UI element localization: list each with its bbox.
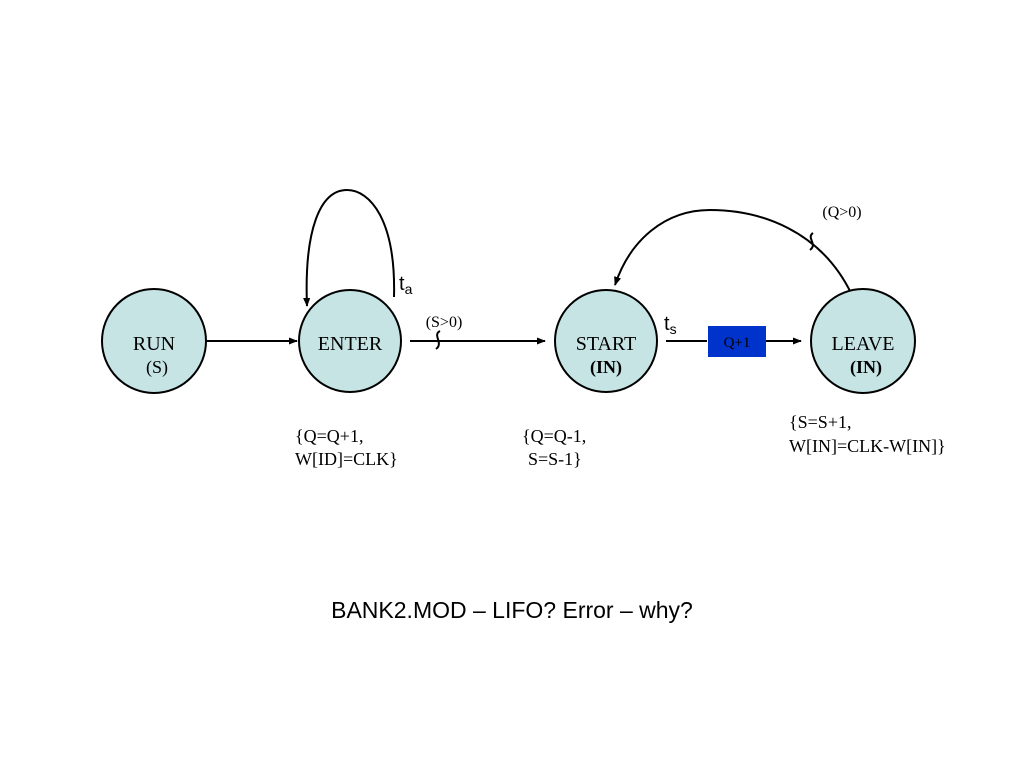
param-ts-base: t (664, 313, 670, 335)
action-start-line-1: {Q=Q-1, (522, 426, 586, 446)
param-ts-sub: s (670, 321, 677, 337)
guard-q-gt-0: (Q>0) (822, 204, 861, 221)
action-enter-line-2: W[ID]=CLK} (295, 449, 398, 469)
state-start-label: START (576, 333, 637, 355)
state-run-label: RUN (133, 333, 175, 355)
queue-box-rect (708, 326, 766, 357)
queue-box: Q+1 (708, 326, 766, 357)
action-enter-line-1: {Q=Q+1, (295, 426, 363, 446)
state-enter: ENTER (298, 289, 402, 393)
slide-caption: BANK2.MOD – LIFO? Error – why? (331, 597, 693, 623)
param-ta-base: t (399, 273, 405, 295)
state-start-sublabel: (IN) (590, 357, 622, 378)
state-leave-label: LEAVE (832, 333, 895, 355)
param-ts: ts (664, 313, 677, 337)
state-run-sublabel: (S) (146, 357, 168, 378)
action-leave-line-1: {S=S+1, (789, 412, 851, 432)
action-start-line-2: S=S-1} (528, 449, 582, 469)
queue-box-label: Q+1 (724, 335, 751, 351)
edge-enter-self-loop (303, 188, 396, 307)
param-ta: ta (399, 273, 413, 297)
state-start: START (IN) (554, 289, 658, 393)
state-enter-label: ENTER (318, 333, 383, 355)
action-leave-line-2: W[IN]=CLK-W[IN]} (789, 436, 946, 456)
guard-tilde-enter-start (435, 330, 441, 350)
edge-leave-to-start (614, 208, 852, 294)
guard-s-gt-0: (S>0) (426, 314, 463, 331)
state-run: RUN (S) (101, 288, 207, 394)
param-ta-sub: a (405, 281, 413, 297)
guard-tilde-leave-start (809, 232, 814, 251)
state-leave-sublabel: (IN) (850, 357, 882, 378)
state-leave: LEAVE (IN) (810, 288, 916, 394)
